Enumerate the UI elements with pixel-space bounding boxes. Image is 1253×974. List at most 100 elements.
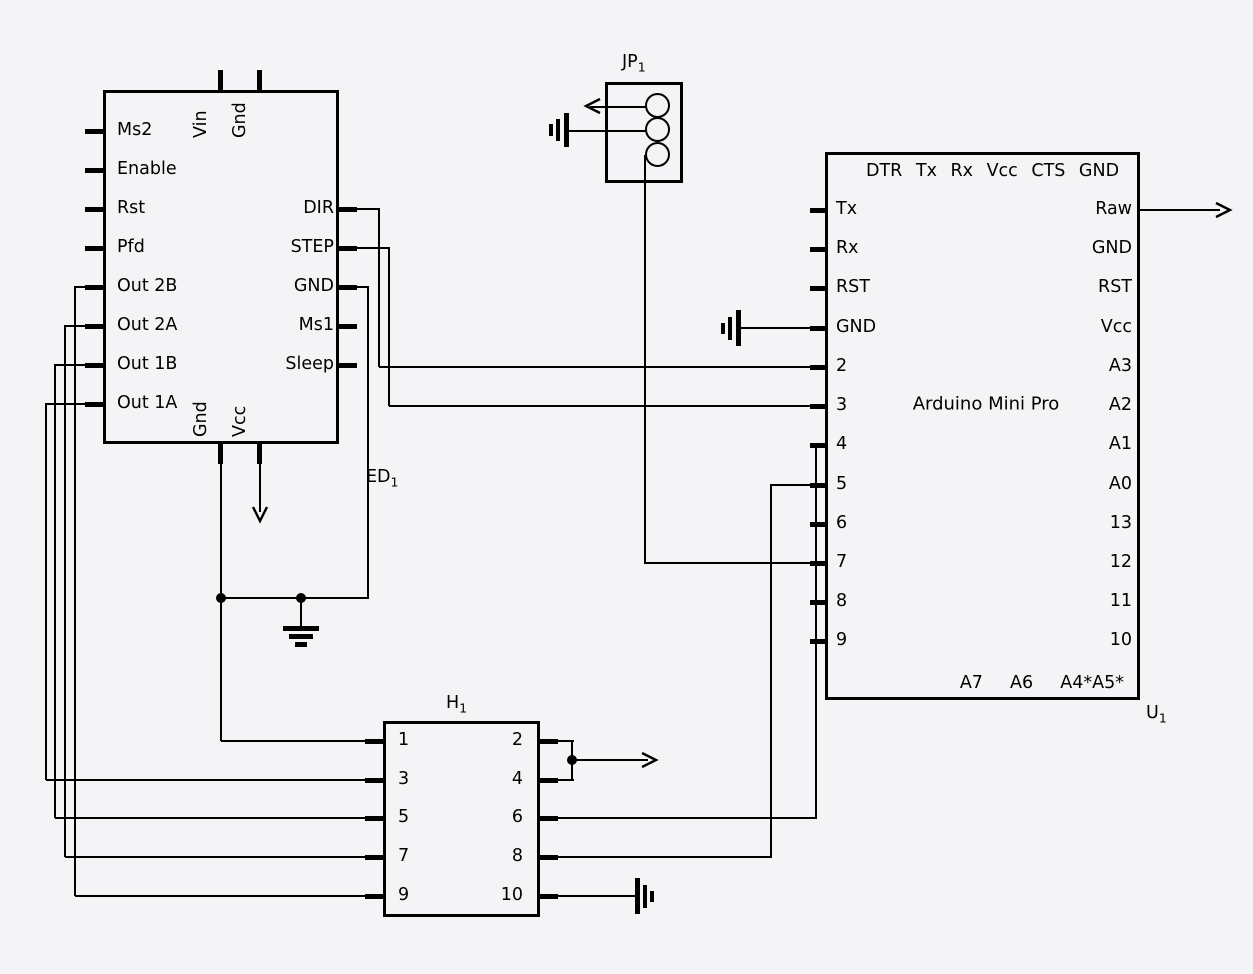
arduino-pin-label: 8 [836, 591, 848, 612]
arduino-pin-label: GND [1091, 238, 1132, 259]
driver-pin-label: GND [293, 276, 334, 297]
pin-stub [810, 326, 826, 331]
wire [45, 403, 47, 780]
arduino-bottom-pin-row: A7 A6 A4*A5* [959, 673, 1124, 694]
wire [558, 817, 817, 819]
wire [65, 856, 367, 858]
wire [644, 155, 646, 563]
pin-stub [810, 286, 826, 291]
pin-stub [85, 324, 103, 329]
wire [259, 462, 261, 512]
wire [46, 403, 86, 405]
wire [389, 405, 825, 407]
stepper-driver-box[interactable] [103, 90, 339, 444]
left-arrow-icon [583, 97, 601, 115]
pin-stub [539, 855, 558, 860]
wire [46, 779, 367, 781]
driver-pin-label: Vcc [230, 405, 250, 437]
header-h1-box[interactable] [383, 721, 540, 917]
wire [55, 817, 367, 819]
wire [558, 895, 636, 897]
jumper-pin-circle[interactable] [645, 142, 670, 167]
wire [740, 327, 812, 329]
arduino-pin-label: 3 [836, 395, 848, 416]
header-pin-label: 6 [511, 807, 523, 828]
arduino-pin-label: A0 [1108, 474, 1132, 495]
pin-stub [810, 600, 826, 605]
driver-pin-label: Gnd [191, 401, 211, 437]
driver-pin-label: Out 2B [117, 276, 178, 297]
arduino-pin-label: Vcc [1100, 317, 1132, 338]
pin-stub [339, 363, 357, 368]
arduino-pin-label: RST [1098, 277, 1132, 298]
down-arrow-icon [251, 506, 269, 524]
wire [75, 895, 367, 897]
wire [54, 364, 56, 818]
pin-stub [365, 816, 384, 821]
driver-pin-label: DIR [303, 198, 334, 219]
header-pin-label: 1 [398, 730, 410, 751]
pin-stub [257, 441, 262, 464]
pin-stub [810, 522, 826, 527]
arduino-pin-label: 9 [836, 630, 848, 651]
pin-stub [810, 443, 826, 448]
pin-stub [218, 441, 223, 464]
driver-pin-label: Sleep [285, 354, 334, 375]
jumper-ref-label: JP1 [622, 52, 646, 75]
junction-dot [216, 593, 226, 603]
wire [55, 364, 86, 366]
pin-stub [85, 207, 103, 212]
pin-stub [810, 483, 826, 488]
header-pin-label: 5 [398, 807, 410, 828]
pin-stub [85, 363, 103, 368]
pin-stub [339, 324, 357, 329]
jumper-pin-circle[interactable] [645, 117, 670, 142]
header-pin-label: 4 [511, 769, 523, 790]
arduino-pin-label: A2 [1108, 395, 1132, 416]
pin-stub [85, 168, 103, 173]
pin-stub [365, 778, 384, 783]
wire [74, 286, 76, 896]
arduino-pin-label: RST [836, 277, 870, 298]
arduino-pin-label: 10 [1109, 630, 1132, 651]
jumper-pin-circle[interactable] [645, 93, 670, 118]
arduino-pin-label: A3 [1108, 356, 1132, 377]
pin-stub [810, 639, 826, 644]
pin-stub [339, 285, 357, 290]
wire [357, 208, 380, 210]
driver-pin-label: Gnd [230, 102, 250, 138]
wire [770, 484, 772, 857]
driver-pin-label: Pfd [117, 237, 145, 258]
arduino-pin-label: 11 [1109, 591, 1132, 612]
arduino-pin-label: A1 [1108, 434, 1132, 455]
junction-dot [567, 755, 577, 765]
arduino-pin-label: 13 [1109, 513, 1132, 534]
wire [558, 856, 772, 858]
pin-stub [365, 894, 384, 899]
arduino-pin-label: 12 [1109, 552, 1132, 573]
arduino-pin-label: Rx [836, 238, 859, 259]
wire [221, 740, 367, 742]
arduino-top-pin-row: DTR Tx Rx Vcc CTS GND [866, 161, 1120, 182]
pin-stub [539, 894, 558, 899]
driver-pin-label: Out 1A [117, 393, 178, 414]
pin-stub [85, 285, 103, 290]
header-pin-label: 7 [398, 846, 410, 867]
pin-stub [810, 208, 826, 213]
driver-pin-label: Out 2A [117, 315, 178, 336]
driver-pin-label: Rst [117, 198, 146, 219]
pin-stub [539, 816, 558, 821]
arduino-pin-label: 2 [836, 356, 848, 377]
wire [64, 325, 66, 857]
arduino-pin-label: 7 [836, 552, 848, 573]
junction-dot [296, 593, 306, 603]
arduino-pin-label: 6 [836, 513, 848, 534]
pin-stub [85, 129, 103, 134]
wire [558, 740, 574, 742]
arduino-title: Arduino Mini Pro [912, 393, 1060, 415]
arduino-mini-pro-box[interactable] [825, 152, 1140, 700]
wire [378, 208, 380, 367]
arduino-pin-label: Raw [1095, 199, 1132, 220]
pin-stub [539, 778, 558, 783]
